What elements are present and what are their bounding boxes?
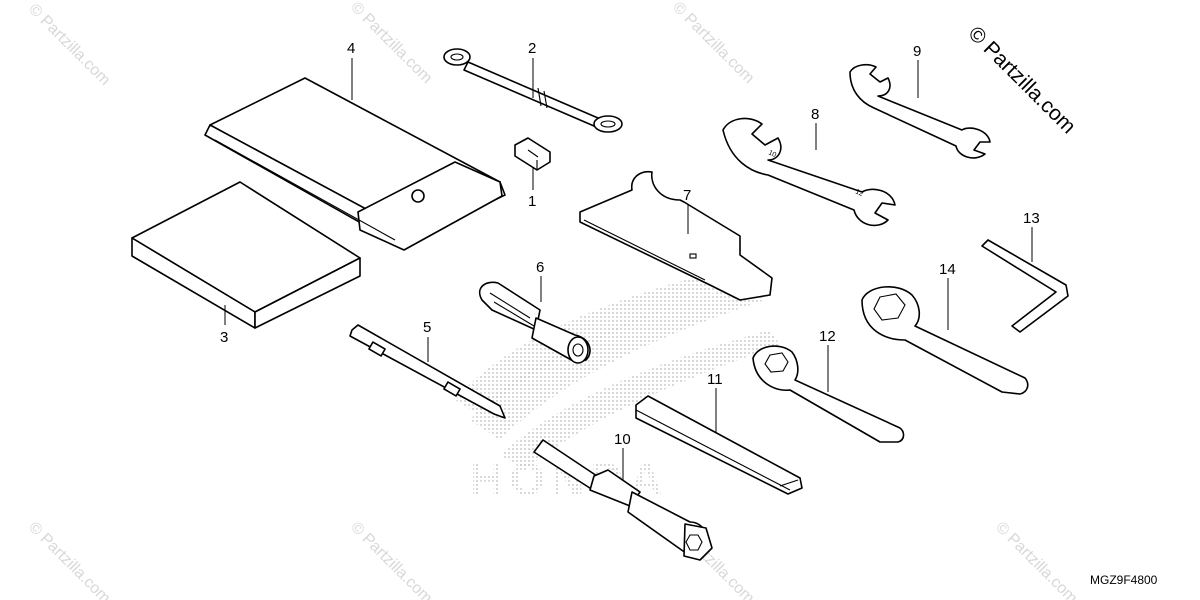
part-9-open-wrench	[849, 63, 991, 159]
callout-13: 13	[1023, 210, 1040, 227]
part-2-cable	[443, 48, 623, 133]
callout-7: 7	[683, 187, 691, 204]
callout-4: 4	[347, 40, 355, 57]
leader-lines	[224, 58, 1033, 480]
part-1-clip	[514, 137, 551, 171]
callout-2: 2	[528, 40, 536, 57]
part-13-hex-key	[981, 239, 1069, 333]
callout-5: 5	[423, 319, 431, 336]
part-12-ring-wrench	[752, 345, 905, 443]
part-11-flat-bar	[635, 395, 803, 495]
callout-9: 9	[913, 43, 921, 60]
callout-11: 11	[707, 371, 723, 388]
part-5-screwdriver-bit	[349, 324, 506, 419]
part-8-open-wrench: 10 12	[722, 117, 896, 227]
part-7-pin-spanner	[579, 170, 773, 301]
callout-14: 14	[939, 261, 956, 278]
part-6-screwdriver-handle	[478, 281, 591, 364]
callout-12: 12	[819, 328, 836, 345]
watermark-5: © Partzilla.com	[347, 519, 435, 600]
diagram-code: MGZ9F4800	[1090, 573, 1158, 587]
watermark-4: © Partzilla.com	[25, 519, 113, 600]
callout-8: 8	[811, 106, 819, 123]
watermark-2: © Partzilla.com	[347, 0, 435, 87]
svg-text:12: 12	[854, 188, 864, 198]
part-4-tool-bag	[204, 77, 506, 251]
callout-3: 3	[220, 329, 228, 346]
watermarks: © Partzilla.com © Partzilla.com © Partzi…	[25, 0, 1080, 600]
part-14-ring-wrench	[861, 285, 1029, 395]
svg-text:10: 10	[767, 149, 777, 159]
callout-6: 6	[536, 259, 544, 276]
watermark-1: © Partzilla.com	[25, 1, 113, 89]
callout-10: 10	[614, 431, 631, 448]
part-3-owners-manual	[131, 181, 361, 329]
callout-1: 1	[528, 193, 536, 210]
watermark-3: © Partzilla.com	[669, 0, 757, 87]
callouts: 1 2 3 4 5 6 7 8 9 10 11 12 13 14	[220, 40, 1040, 448]
part-10-plug-wrench	[533, 439, 713, 561]
watermark-7: © Partzilla.com	[992, 519, 1080, 600]
